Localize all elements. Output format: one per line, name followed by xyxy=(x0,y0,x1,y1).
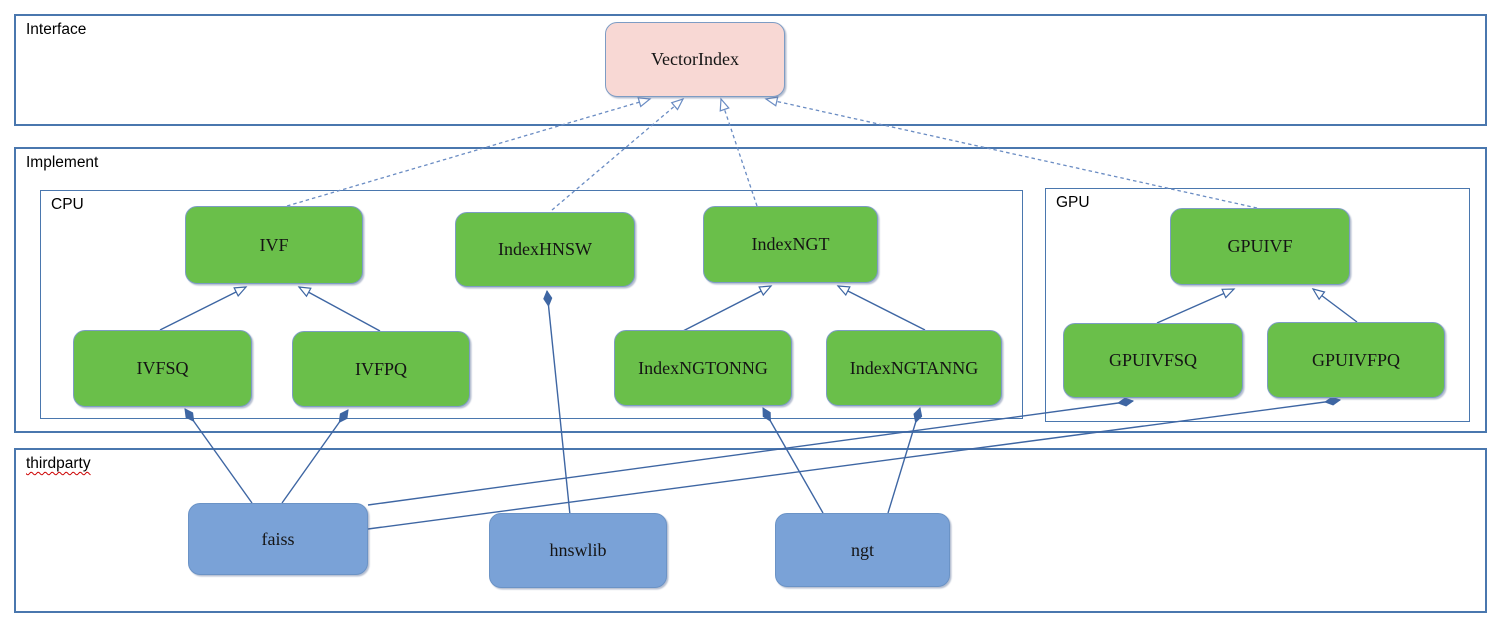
node-indexngtanng-label: IndexNGTANNG xyxy=(849,357,979,378)
node-vectorindex-label: VectorIndex xyxy=(651,49,739,69)
node-gpuivf-label: GPUIVF xyxy=(1227,236,1293,256)
node-ivfsq: IVFSQ xyxy=(73,330,252,407)
node-ngt-label: ngt xyxy=(850,539,874,560)
node-indexngtanng: IndexNGTANNG xyxy=(826,330,1002,406)
node-faiss-label: faiss xyxy=(261,528,295,549)
node-vectorindex: VectorIndex xyxy=(605,22,785,97)
node-indexhnsw: IndexHNSW xyxy=(455,212,635,287)
node-ivfpq-label: IVFPQ xyxy=(354,358,407,379)
node-indexngt-label: IndexNGT xyxy=(751,234,830,254)
node-gpuivfsq-label: GPUIVFSQ xyxy=(1108,350,1198,370)
node-indexngt: IndexNGT xyxy=(703,206,878,283)
node-gpuivfsq: GPUIVFSQ xyxy=(1063,323,1243,398)
node-indexngtonng-label: IndexNGTONNG xyxy=(638,357,768,378)
container-interface-label: Interface xyxy=(26,21,87,38)
node-ivfsq-label: IVFSQ xyxy=(136,358,189,378)
container-gpu-label: GPU xyxy=(1056,194,1090,211)
node-gpuivfpq-label: GPUIVFPQ xyxy=(1311,349,1401,370)
node-ivfpq: IVFPQ xyxy=(292,331,470,407)
container-cpu-label: CPU xyxy=(51,196,84,213)
node-gpuivf: GPUIVF xyxy=(1170,208,1350,285)
node-hnswlib-label: hnswlib xyxy=(549,540,607,560)
node-faiss: faiss xyxy=(188,503,368,575)
container-thirdparty-label: thirdparty xyxy=(26,455,91,472)
node-ivf-label: IVF xyxy=(259,234,289,255)
container-implement-label: Implement xyxy=(26,154,99,171)
node-indexhnsw-label: IndexHNSW xyxy=(498,239,592,259)
node-hnswlib: hnswlib xyxy=(489,513,667,588)
node-ivf: IVF xyxy=(185,206,363,284)
node-indexngtonng: IndexNGTONNG xyxy=(614,330,792,406)
node-gpuivfpq: GPUIVFPQ xyxy=(1267,322,1445,398)
node-ngt: ngt xyxy=(775,513,950,587)
